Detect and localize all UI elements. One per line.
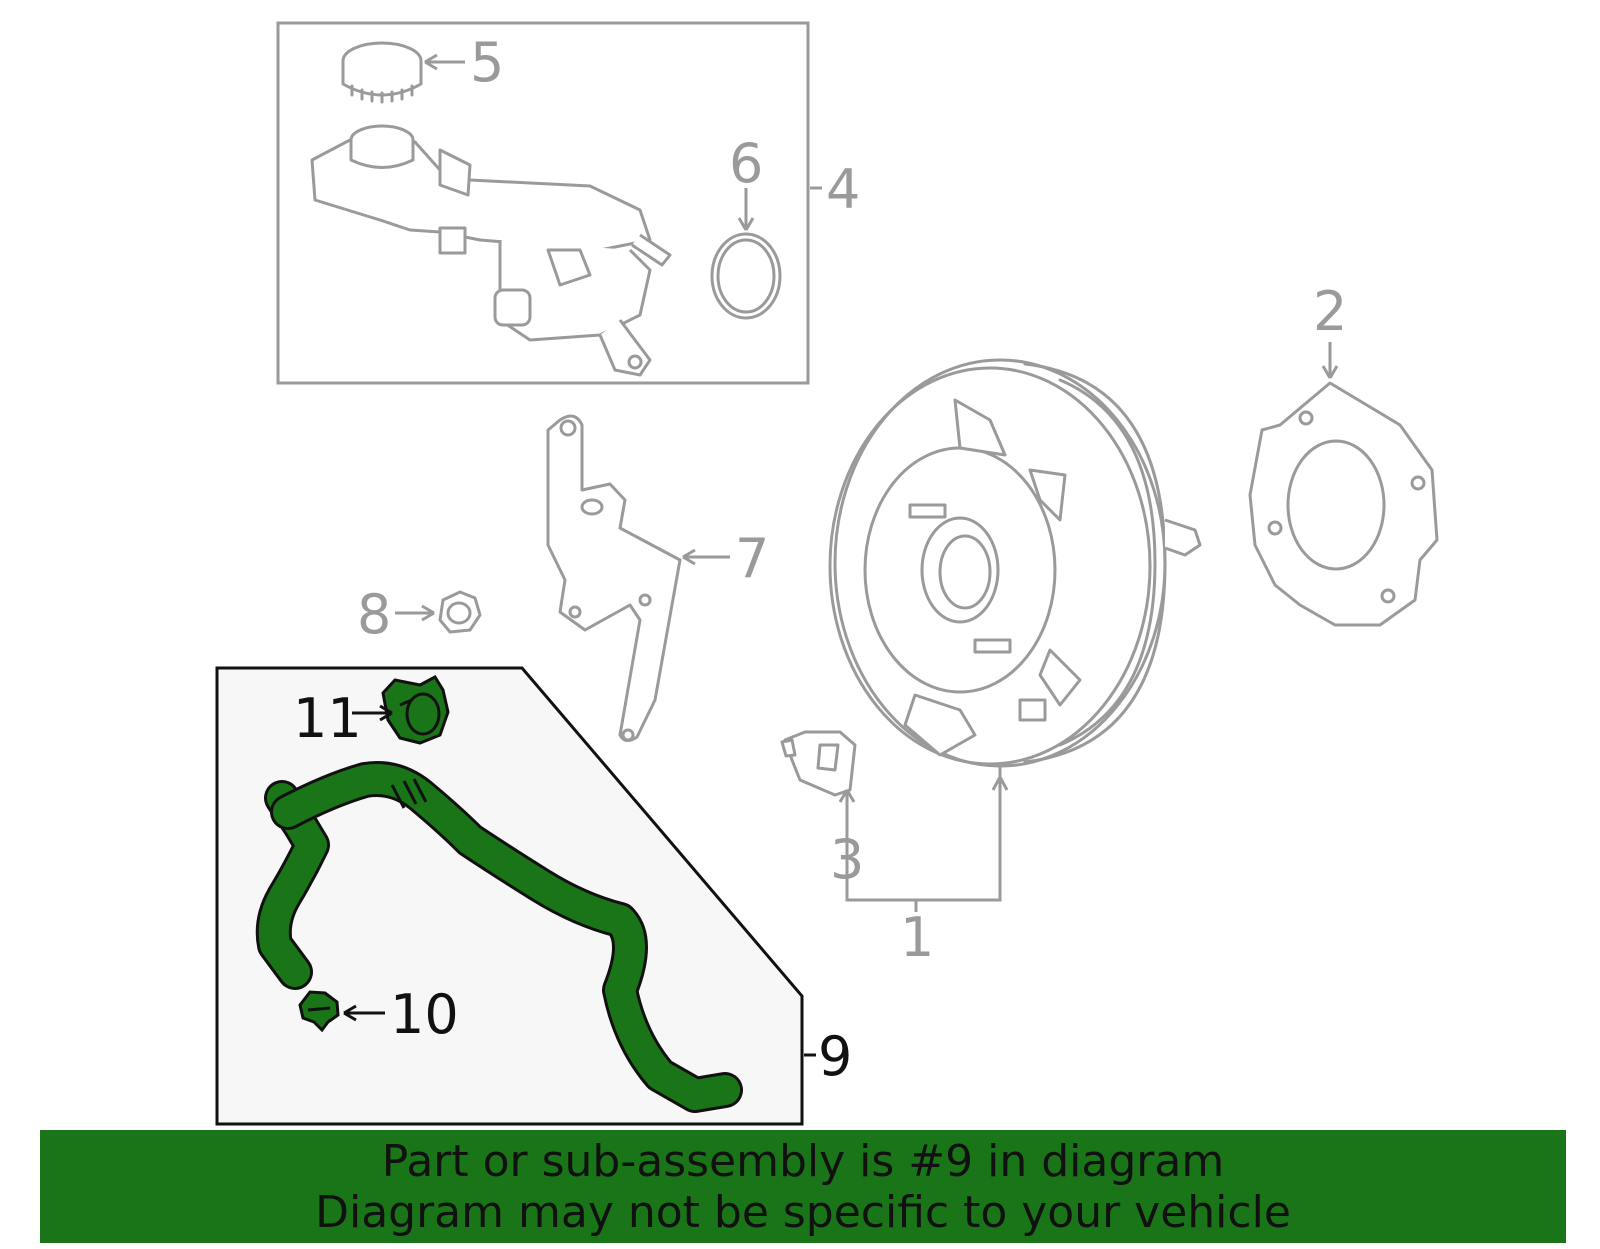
sensor-icon [780, 730, 857, 797]
master-cylinder-box [276, 21, 810, 385]
banner-line-2: Diagram may not be specific to your vehi… [315, 1187, 1291, 1238]
callout-7: 7 [735, 527, 769, 590]
gasket-icon [1248, 381, 1439, 627]
brake-booster-icon [828, 358, 1202, 768]
master-cylinder-group: 5 6 4 [276, 21, 860, 385]
info-banner: Part or sub-assembly is #9 in diagram Di… [40, 1130, 1566, 1243]
reservoir-cap-icon [341, 41, 423, 104]
callout-5: 5 [470, 31, 504, 94]
hose-clamp-icon [381, 675, 450, 745]
callout-10: 10 [390, 983, 459, 1046]
callout-8: 8 [357, 583, 391, 646]
vacuum-hose-icon [255, 761, 743, 1113]
hose-clamp-icon [298, 990, 340, 1033]
callout-1: 1 [900, 906, 934, 969]
o-ring-icon [710, 232, 782, 320]
callout-4: 4 [826, 158, 860, 221]
master-cylinder-icon [310, 124, 672, 377]
bracket-icon [546, 414, 682, 742]
callout-2: 2 [1313, 280, 1347, 343]
callout-6: 6 [729, 132, 763, 195]
callout-3: 3 [830, 828, 864, 891]
callout-11: 11 [293, 687, 362, 750]
nut-icon [438, 590, 482, 634]
banner-line-1: Part or sub-assembly is #9 in diagram [381, 1136, 1225, 1187]
callout-9: 9 [818, 1025, 852, 1088]
vacuum-hose-group: 11 10 9 [215, 666, 852, 1126]
